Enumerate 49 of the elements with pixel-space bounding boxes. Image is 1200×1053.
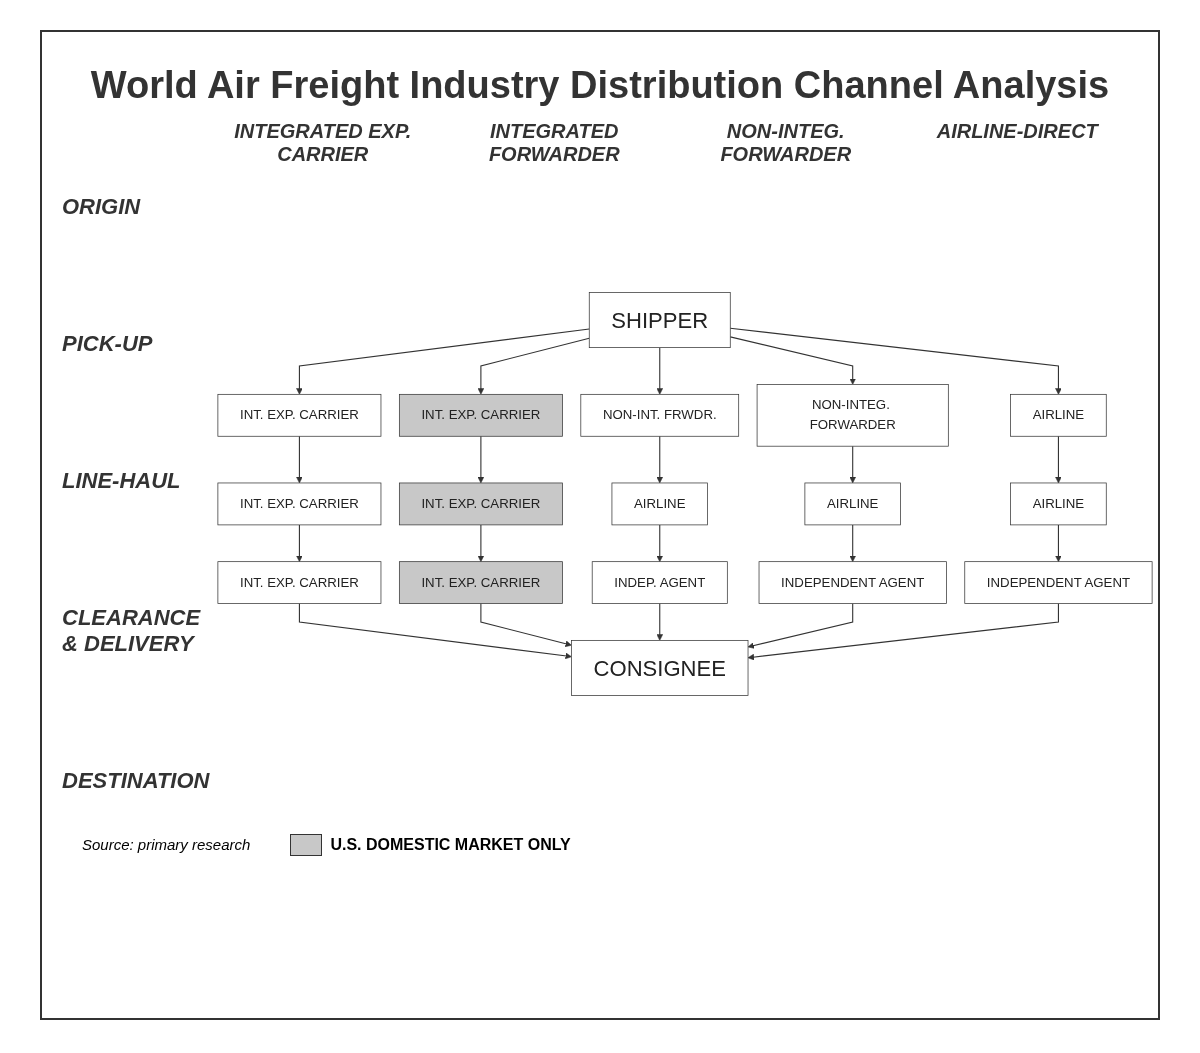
row-label: PICK-UP bbox=[61, 330, 154, 357]
column-header: AIRLINE-DIRECT bbox=[935, 119, 1100, 144]
row-label: ORIGIN bbox=[61, 193, 142, 220]
arrow bbox=[296, 435, 303, 483]
arrow bbox=[1055, 435, 1062, 483]
node-box: AIRLINE bbox=[1010, 482, 1107, 525]
node-box: NON-INT. FRWDR. bbox=[580, 393, 740, 437]
arrow bbox=[747, 602, 1059, 660]
arrow bbox=[298, 602, 572, 659]
column-header: INTEGRATED FORWARDER bbox=[487, 119, 621, 166]
arrow bbox=[1055, 523, 1062, 562]
node-box: INDEPENDENT AGENT bbox=[758, 560, 947, 604]
node-box: AIRLINE bbox=[804, 482, 901, 525]
node-box: CONSIGNEE bbox=[571, 639, 749, 696]
column-header: INTEGRATED EXP. CARRIER bbox=[233, 119, 413, 166]
node-box: NON-INTEG. FORWARDER bbox=[756, 383, 949, 447]
node-box: AIRLINE bbox=[611, 482, 708, 525]
arrow bbox=[656, 523, 663, 562]
node-box: INT. EXP. CARRIER bbox=[217, 560, 382, 604]
row-label: DESTINATION bbox=[61, 767, 211, 794]
arrow bbox=[656, 602, 663, 641]
arrow bbox=[296, 328, 590, 395]
arrow bbox=[477, 435, 485, 483]
arrow bbox=[849, 445, 856, 483]
node-box: INT. EXP. CARRIER bbox=[217, 393, 382, 437]
column-header: NON-INTEG. FORWARDER bbox=[719, 119, 853, 166]
row-label: CLEARANCE & DELIVERY bbox=[61, 604, 202, 657]
title: World Air Freight Industry Distribution Channel Analysis bbox=[89, 63, 1111, 108]
source-note: Source: primary research bbox=[82, 836, 251, 853]
arrow bbox=[296, 523, 303, 562]
arrow bbox=[849, 523, 856, 562]
arrow bbox=[729, 335, 856, 385]
node-box: AIRLINE bbox=[1010, 393, 1107, 437]
node-box: INDEPENDENT AGENT bbox=[964, 560, 1153, 604]
arrow bbox=[477, 337, 590, 395]
arrow bbox=[747, 602, 854, 649]
arrow bbox=[480, 602, 572, 647]
row-label: LINE-HAUL bbox=[61, 467, 182, 494]
arrow bbox=[729, 327, 1062, 395]
arrow bbox=[477, 523, 485, 562]
node-box: INT. EXP. CARRIER bbox=[399, 482, 563, 525]
arrow bbox=[656, 435, 663, 483]
node-box: INT. EXP. CARRIER bbox=[217, 482, 382, 525]
legend-label: U.S. DOMESTIC MARKET ONLY bbox=[330, 835, 571, 854]
node-box: INT. EXP. CARRIER bbox=[399, 393, 563, 437]
node-box: SHIPPER bbox=[588, 291, 731, 348]
arrow bbox=[656, 346, 663, 395]
node-box: INT. EXP. CARRIER bbox=[399, 560, 563, 604]
node-box: INDEP. AGENT bbox=[591, 560, 728, 604]
